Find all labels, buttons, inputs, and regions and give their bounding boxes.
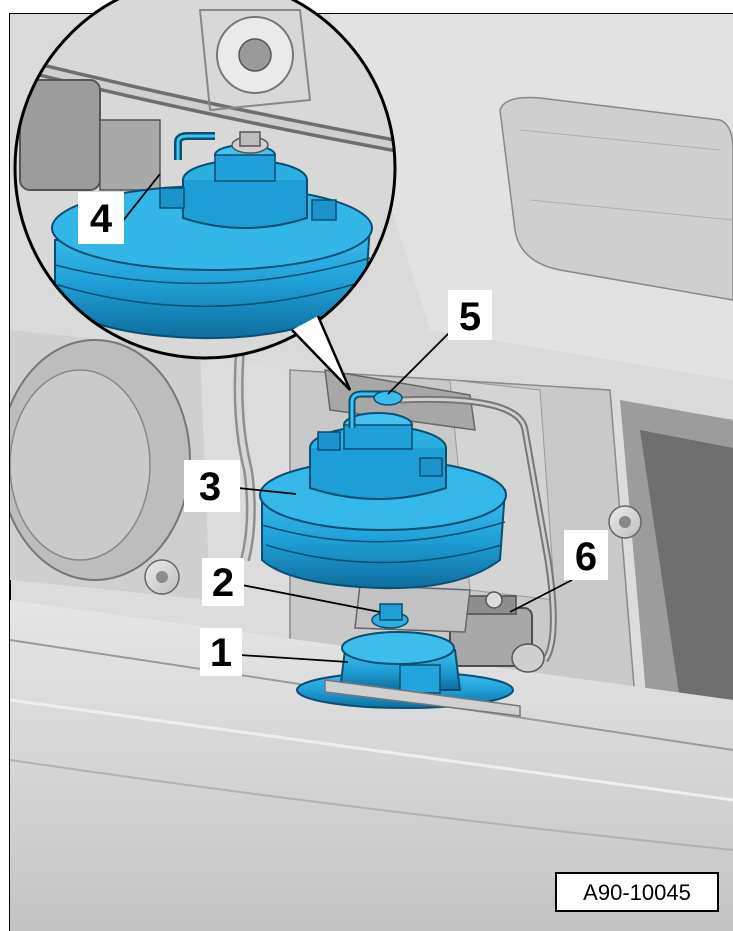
detail-magnifier: [13, 0, 397, 391]
electrical-connector-6: [449, 591, 545, 673]
callout-1: 1: [200, 628, 242, 676]
leader-lines: [121, 173, 573, 663]
callout-4: 4: [78, 192, 124, 244]
callout-label-6: 6: [575, 535, 597, 579]
callout-label-5: 5: [459, 295, 481, 339]
figure-reference-code: A90-10045: [583, 880, 691, 905]
callout-label-2: 2: [212, 561, 234, 605]
callout-3: 3: [184, 460, 240, 512]
callout-label-1: 1: [210, 631, 232, 675]
callout-5: 5: [448, 290, 492, 340]
callout-2: 2: [202, 558, 244, 606]
callout-6: 6: [564, 530, 608, 580]
callout-label-3: 3: [199, 465, 221, 509]
horn-3: [259, 390, 507, 590]
figure-reference-box: A90-10045: [555, 872, 719, 912]
lower-horn-mount: [296, 631, 521, 717]
mounting-bracket-2: [354, 584, 471, 633]
callout-label-4: 4: [90, 197, 113, 241]
